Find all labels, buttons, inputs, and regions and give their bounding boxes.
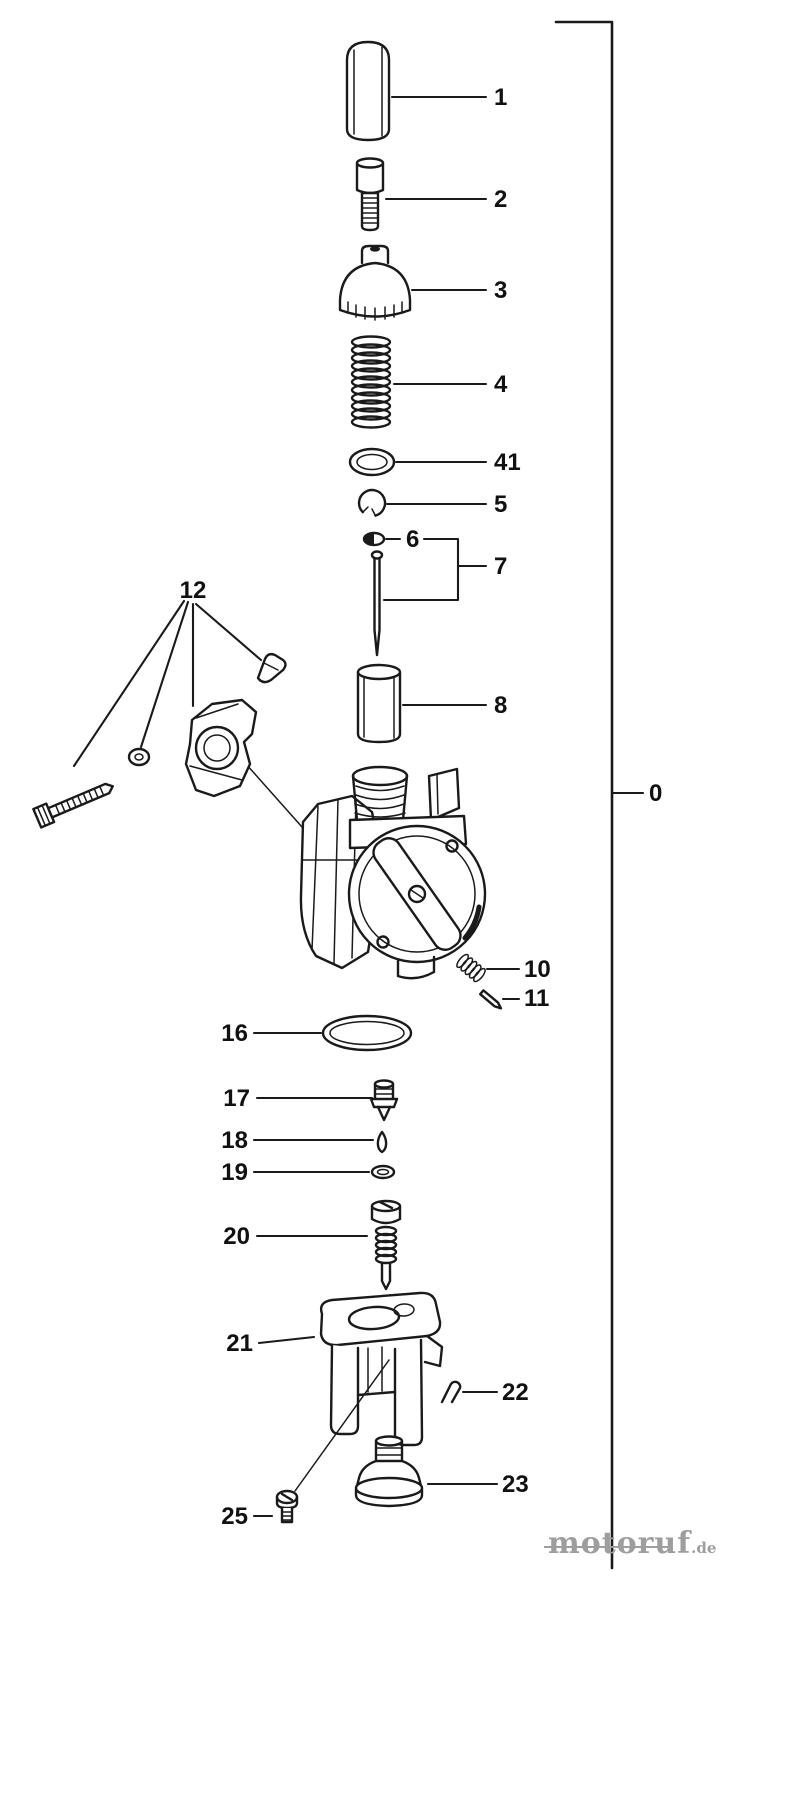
assembly-frame-line xyxy=(554,20,614,1570)
callout-0: 0 xyxy=(649,780,662,807)
part-11-pin xyxy=(479,989,503,1010)
part-4-throttle-spring xyxy=(350,335,392,429)
assembly-line-25 xyxy=(294,1359,390,1492)
callout-3: 3 xyxy=(494,277,507,304)
callout-18: 18 xyxy=(221,1127,248,1154)
part-17-needle-valve xyxy=(369,1079,399,1122)
part-18-needle-tip xyxy=(376,1130,388,1154)
callout-12: 12 xyxy=(180,577,207,604)
callout-8: 8 xyxy=(494,692,507,719)
callout-20: 20 xyxy=(223,1223,250,1250)
part-21-float-chamber xyxy=(319,1291,444,1447)
callout-2: 2 xyxy=(494,186,507,213)
watermark-tld: .de xyxy=(691,1539,717,1557)
part-7-jet-needle xyxy=(370,550,384,657)
callout-7: 7 xyxy=(494,553,507,580)
callout-41: 41 xyxy=(494,449,521,476)
part-5-circlip xyxy=(357,488,387,517)
callout-11: 11 xyxy=(524,985,549,1012)
callout-4: 4 xyxy=(494,371,508,398)
callout-10: 10 xyxy=(524,956,551,983)
part-carburetor-body xyxy=(299,765,487,980)
part-12-washer xyxy=(127,747,151,767)
callout-labels: 1 2 3 4 41 5 6 7 8 12 0 10 11 16 17 18 1… xyxy=(180,84,663,1530)
watermark-strike-line xyxy=(544,1546,672,1548)
part-12-clamp xyxy=(184,698,258,798)
part-3-top-cap xyxy=(338,244,412,321)
callout-6: 6 xyxy=(406,526,419,553)
part-20-idle-screw xyxy=(370,1199,402,1291)
watermark-brand: motoruf xyxy=(548,1526,692,1561)
callout-1: 1 xyxy=(494,84,507,111)
part-12-clip xyxy=(256,652,287,684)
part-2-cable-adjuster xyxy=(355,157,385,232)
leader-line-21 xyxy=(257,1335,316,1345)
callout-16: 16 xyxy=(221,1020,248,1047)
part-1-cable-cap xyxy=(345,40,391,142)
part-22-clip xyxy=(440,1380,462,1404)
callout-17: 17 xyxy=(223,1085,250,1112)
part-12-bolt xyxy=(32,782,114,829)
part-41-washer xyxy=(348,447,396,477)
leader-line-12-clip xyxy=(194,602,263,662)
leader-line-12-washer xyxy=(139,600,190,749)
part-16-gasket-ring xyxy=(321,1014,413,1052)
part-8-throttle-slide xyxy=(356,663,402,744)
part-25-screw xyxy=(275,1489,299,1524)
callout-21: 21 xyxy=(226,1330,253,1357)
watermark: motoruf.de xyxy=(544,1526,716,1561)
part-6-needle-clip xyxy=(362,531,386,547)
callout-22: 22 xyxy=(502,1379,529,1406)
part-19-o-ring xyxy=(370,1164,396,1180)
part-10-spring xyxy=(456,953,486,983)
callout-19: 19 xyxy=(221,1159,248,1186)
leader-lines xyxy=(72,95,645,1518)
bracket-line-7 xyxy=(382,537,460,602)
leader-line-12-bolt xyxy=(72,599,186,768)
callout-23: 23 xyxy=(502,1471,529,1498)
callout-25: 25 xyxy=(221,1503,248,1530)
assembly-line-clamp xyxy=(245,763,311,837)
part-23-inlet-cup xyxy=(354,1435,424,1508)
callout-5: 5 xyxy=(494,491,507,518)
